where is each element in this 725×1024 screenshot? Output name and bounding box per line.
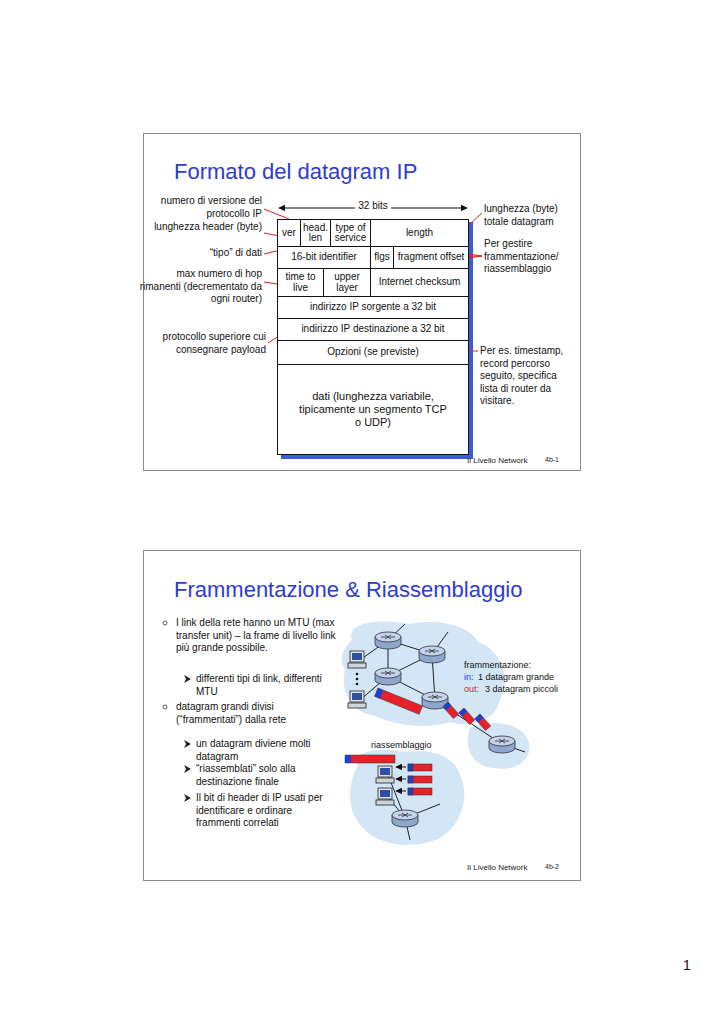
width-label: 32 bits (355, 200, 390, 213)
callout-note: lunghezza header (byte) (138, 221, 262, 234)
source-address-field: indirizzo IP sorgente a 32 bit (277, 296, 469, 319)
field-name: ver (282, 228, 296, 239)
slide-footer: 4b-1 (545, 456, 559, 463)
field-name: type of service (332, 223, 369, 244)
ttl-field: time to live (277, 268, 324, 297)
field-name: dati (lunghezza variabile, tipicamente u… (298, 390, 448, 430)
callout-note: protocollo superiore cui consegnare payl… (130, 331, 266, 356)
options-field: Opzioni (se previste) (277, 340, 469, 365)
field-name: indirizzo IP sorgente a 32 bit (310, 302, 436, 313)
flags-field: flgs (370, 246, 394, 269)
bullet-text: differenti tipi di link, differenti MTU (196, 673, 336, 698)
slide-title: Formato del datagram IP (174, 159, 417, 185)
fragment-offset-field: fragment offset (393, 246, 469, 269)
length-field: length (370, 219, 469, 247)
leader-line (264, 209, 289, 219)
bullet-markers (163, 621, 167, 709)
figure-label: riassemblaggio (371, 739, 451, 751)
field-name: flgs (374, 252, 390, 263)
callout-note: numero di versione del protocollo IP (138, 195, 262, 220)
service-type-field: type of service (330, 219, 371, 247)
callout-note: Per gestire frammentazione/ riassemblagg… (484, 238, 576, 276)
leader-line (469, 254, 482, 256)
bullet-text: datagram grandi divisi (“frammentati”) d… (176, 701, 336, 726)
slide-footer: Il Livello Network (467, 456, 527, 465)
field-name: 16-bit identifier (291, 252, 357, 263)
destination-address-field: indirizzo IP destinazione a 32 bit (277, 318, 469, 341)
bullet-text: “riassemblati” solo alla destinazione fi… (196, 763, 336, 788)
leader-line (469, 213, 482, 225)
page-number: 1 (683, 957, 703, 973)
bullet-text: I link della rete hanno un MTU (max tran… (176, 617, 336, 655)
identifier-field: 16-bit identifier (277, 246, 371, 269)
figure-label: out: (464, 683, 488, 695)
field-name: Internet checksum (379, 277, 461, 288)
version-field: ver (277, 219, 301, 247)
leader-line (469, 351, 478, 352)
callout-note: Per es. timestamp, record percorso segui… (480, 345, 576, 408)
callout-note: lunghezza (byte) totale datagram (484, 203, 574, 228)
callout-note: “tipo” di dati (138, 247, 262, 260)
field-name: indirizzo IP destinazione a 32 bit (301, 324, 444, 335)
leader-line (264, 282, 277, 284)
field-name: Opzioni (se previste) (327, 347, 419, 358)
figure-label: frammentazione: (464, 659, 564, 671)
header-length-field: head. len (300, 219, 331, 247)
field-name: fragment offset (398, 252, 465, 263)
field-name: upper layer (325, 272, 369, 293)
network-illustration (342, 621, 530, 845)
figure-label: 3 datagram piccoli (485, 683, 585, 695)
slide: Formato del datagram IP Il Livello Networ… (143, 133, 581, 471)
slide-title: Frammentazione & Riassemblaggio (174, 577, 523, 603)
figure-label: 1 datagram grande (478, 671, 578, 683)
sub-bullet-markers (184, 675, 191, 802)
slide-footer: Il Livello Network (467, 863, 527, 872)
protocol-field: upper layer (323, 268, 371, 297)
field-name: head. len (302, 223, 329, 244)
checksum-field: Internet checksum (370, 268, 469, 297)
field-name: time to live (279, 272, 322, 293)
field-name: length (406, 228, 433, 239)
bullet-text: Il bit di header di IP usati per identif… (196, 792, 336, 830)
slide-footer: 4b-2 (545, 863, 559, 870)
callout-note: max numero di hop rimanenti (decrementat… (138, 268, 262, 306)
payload-field: dati (lunghezza variabile, tipicamente u… (277, 364, 469, 455)
bullet-text: un datagram diviene molti datagram (196, 738, 336, 763)
